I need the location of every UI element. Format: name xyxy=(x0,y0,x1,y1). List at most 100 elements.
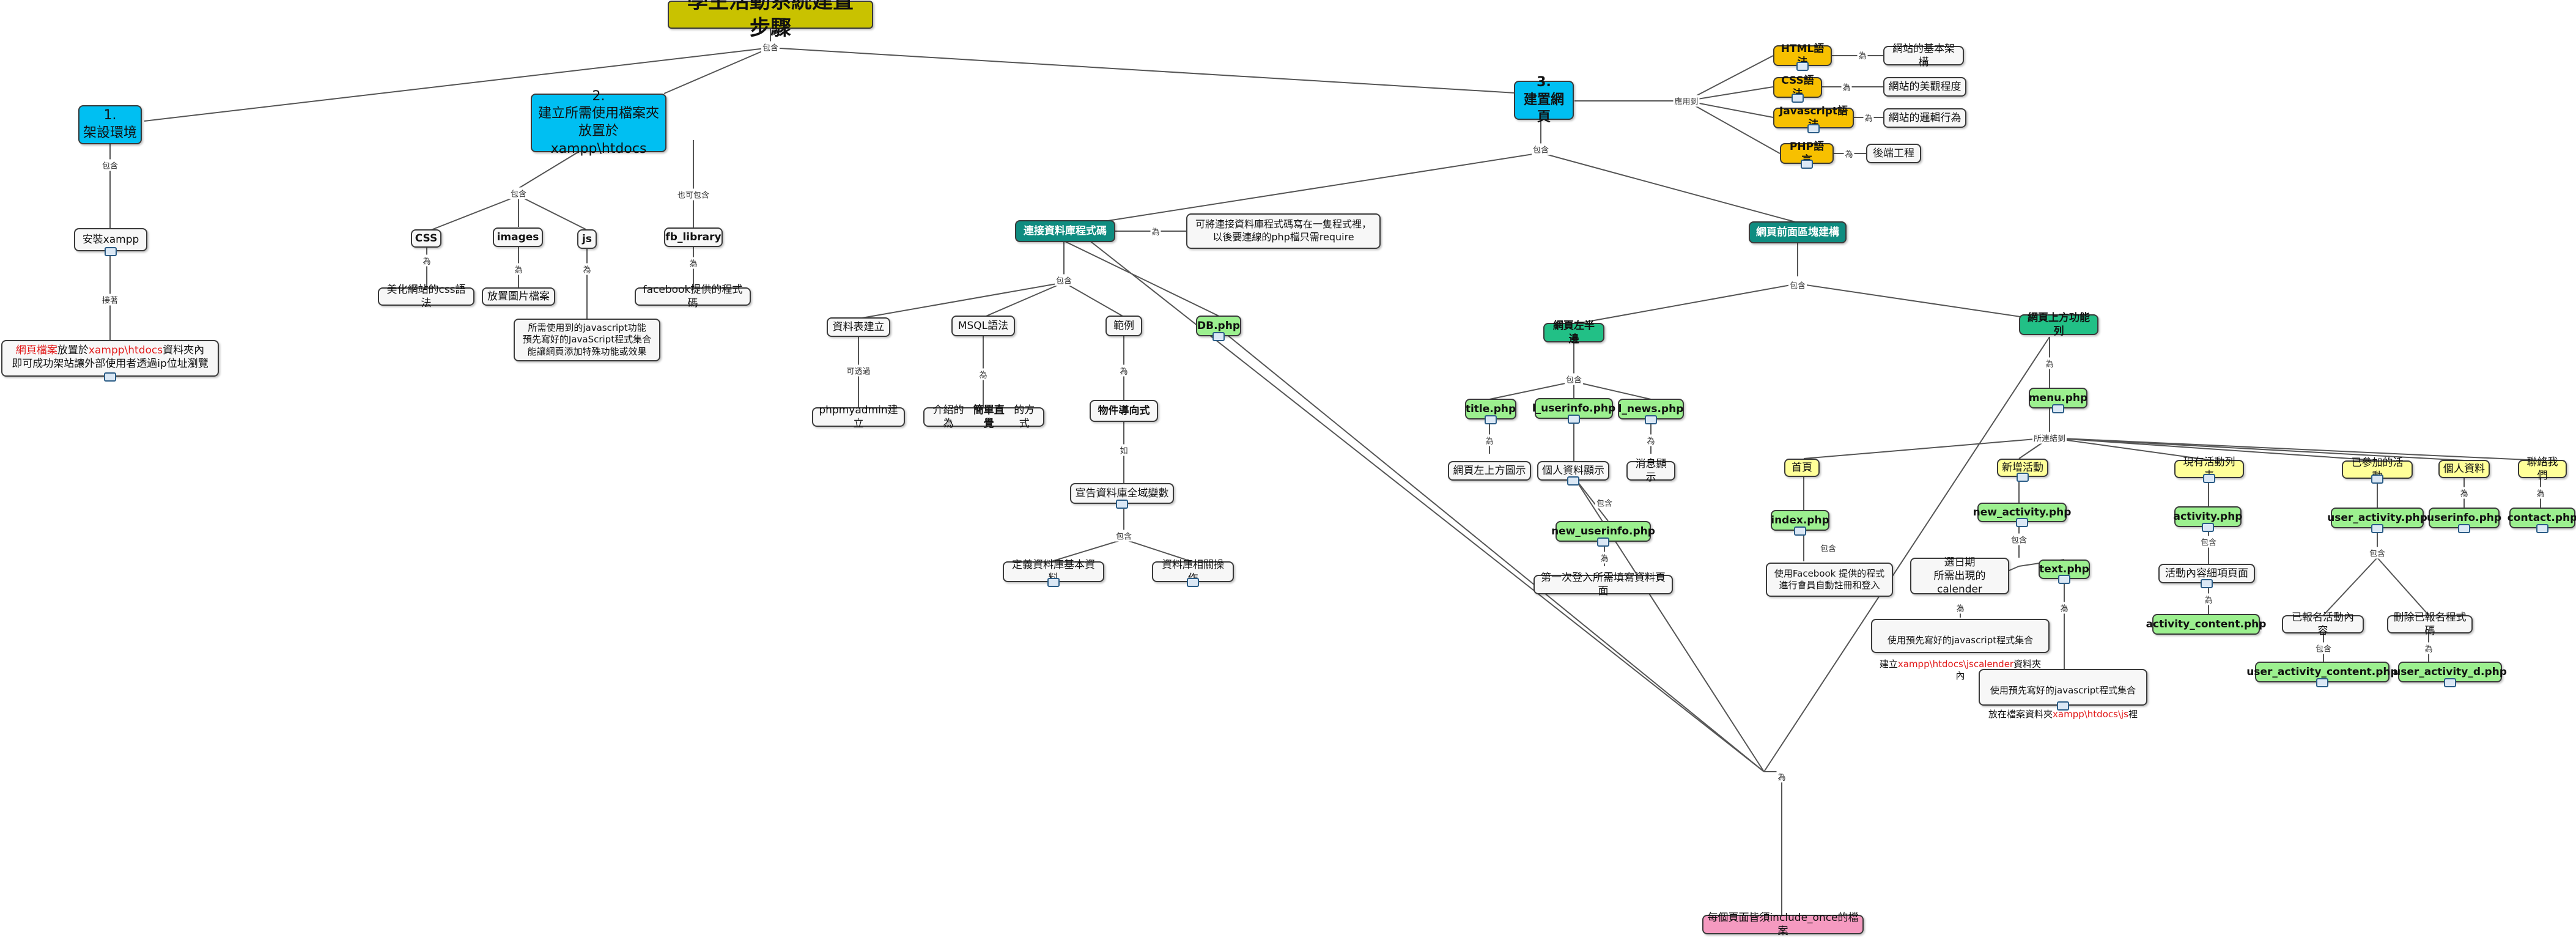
link-label-is: 為 xyxy=(688,257,699,269)
table-creation[interactable]: 資料表建立 xyxy=(827,317,890,337)
user-activity-d-php-file[interactable]: user_activity_d.php xyxy=(2393,662,2507,687)
first-login-page[interactable]: 第一次登入所需填寫資料頁面 xyxy=(1533,572,1673,597)
contact-php-file[interactable]: contact.php xyxy=(2508,508,2576,533)
db-php-file[interactable]: DB.php xyxy=(1196,316,1241,341)
web-files-placement[interactable]: 網頁檔案放置於xampp\htdocs資料夾內 即可成功架站讓外部使用者透過ip… xyxy=(1,340,219,382)
jscalendar-post: 資料夾內 xyxy=(1955,658,2042,682)
menu-joined-activities[interactable]: 已參加的活動 xyxy=(2342,457,2413,484)
define-db-basic[interactable]: 定義資料庫基本資料 xyxy=(1003,559,1104,587)
step1-setup-env[interactable]: 1. 架設環境 xyxy=(78,105,142,144)
php-language[interactable]: PHP語言 xyxy=(1780,141,1834,169)
link-label-contains: 包含 xyxy=(2199,536,2218,548)
db-connection-code[interactable]: 連接資料庫程式碼 xyxy=(1015,220,1115,242)
link-label-next: 接著 xyxy=(100,294,120,306)
user-activity-php-file[interactable]: user_activity.php xyxy=(2327,508,2427,533)
link-label-menu-links: 所連結到 xyxy=(2032,432,2067,444)
link-label-is: 為 xyxy=(2535,487,2546,499)
mysql-intro[interactable]: 介紹的為簡單直覺的方式 xyxy=(923,404,1044,430)
left-half[interactable]: 網頁左半邊 xyxy=(1543,320,1604,345)
web-files-text: 網頁檔案 xyxy=(15,344,57,356)
link-label-is: 為 xyxy=(421,254,432,267)
menu-home[interactable]: 首頁 xyxy=(1784,459,1820,477)
link-label-is: 為 xyxy=(1955,602,1966,614)
title-php-file[interactable]: title.php xyxy=(1465,399,1516,424)
example[interactable]: 範例 xyxy=(1105,316,1142,336)
js-file-note[interactable]: 使用預先寫好的javascript程式集合 放在檔案資料夾xampp\htdoc… xyxy=(1979,669,2147,720)
index-php-file[interactable]: index.php xyxy=(1771,510,1829,536)
css-desc[interactable]: 美化網站的css語法 xyxy=(378,284,474,309)
title-desc[interactable]: 網頁左上方圖示 xyxy=(1448,461,1531,481)
link-label-is: 為 xyxy=(2203,593,2214,605)
access-text: 即可成功架站讓外部使用者透過ip位址瀏覽 xyxy=(12,358,209,371)
diagram-title: 學生活動系統建置步驟 xyxy=(668,0,873,40)
images-desc[interactable]: 放置圖片檔案 xyxy=(482,287,555,306)
activity-content-php-file[interactable]: activity_content.php xyxy=(2146,614,2266,635)
step3-build-pages[interactable]: 3. 建置網頁 xyxy=(1514,75,1574,125)
jscalendar-note[interactable]: 使用預先寫好的javascript程式集合 建立xampp\htdocs\jsc… xyxy=(1871,619,2050,681)
folder-fb-library[interactable]: fb_library xyxy=(664,227,723,247)
link-label-contains: 包含 xyxy=(509,187,528,199)
link-label-is: 為 xyxy=(1841,81,1852,93)
folder-images[interactable]: images xyxy=(493,227,543,247)
menu-contact-us[interactable]: 聯絡我們 xyxy=(2518,456,2567,482)
include-once-files[interactable]: 每個頁面皆須include_once的檔案 xyxy=(1702,912,1864,937)
user-activity-content-php-file[interactable]: user_activity_content.php xyxy=(2246,662,2398,687)
link-label-is: 為 xyxy=(1776,770,1787,783)
javascript-syntax[interactable]: Javascript語法 xyxy=(1773,105,1854,133)
folder-text: 資料夾內 xyxy=(163,344,205,356)
news-desc[interactable]: 消息顯示 xyxy=(1626,458,1675,484)
html-desc[interactable]: 網站的基本架構 xyxy=(1883,43,1964,68)
css-lang-desc[interactable]: 網站的美觀程度 xyxy=(1883,77,1966,97)
install-xampp[interactable]: 安裝xampp xyxy=(74,228,147,256)
phpmyadmin-create[interactable]: phpmyadmin建立 xyxy=(812,404,905,430)
object-oriented[interactable]: 物件導向式 xyxy=(1090,400,1158,422)
top-function-bar[interactable]: 網頁上方功能列 xyxy=(2019,312,2098,338)
db-operations[interactable]: 資料庫相關操作 xyxy=(1152,559,1234,587)
l-news-php-file[interactable]: l_news.php xyxy=(1618,399,1684,424)
js-file-line1: 使用預先寫好的javascript程式集合 xyxy=(1990,684,2136,696)
link-label-apply: 應用到 xyxy=(1673,95,1700,107)
activity-content-page[interactable]: 活動內容細項頁面 xyxy=(2158,564,2255,588)
folder-css[interactable]: CSS xyxy=(411,229,441,248)
js-lang-desc[interactable]: 網站的邏輯行為 xyxy=(1883,108,1966,128)
link-label-is: 為 xyxy=(978,368,989,380)
mysql-syntax[interactable]: MSQL語法 xyxy=(951,316,1015,336)
link-label-is: 為 xyxy=(1863,111,1874,124)
link-label-is: 為 xyxy=(2059,602,2070,614)
front-block-build[interactable]: 網頁前面區塊建構 xyxy=(1749,221,1847,243)
new-userinfo-php-file[interactable]: new_userinfo.php xyxy=(1551,521,1655,547)
folder-js[interactable]: js xyxy=(577,229,597,249)
db-connection-note[interactable]: 可將連接資料庫程式碼寫在一隻程式裡， 以後要連線的php檔只需require xyxy=(1186,213,1381,249)
js-file-pre: 放在檔案資料夾 xyxy=(1988,708,2053,720)
js-file-path: xampp\htdocs\js xyxy=(2053,708,2128,720)
text-php-file[interactable]: text.php xyxy=(2039,559,2090,584)
delete-registration-code[interactable]: 刪除已報名程式碼 xyxy=(2387,611,2473,637)
l-userinfo-php-file[interactable]: l_userinfo.php xyxy=(1532,398,1615,424)
css-syntax[interactable]: CSS語法 xyxy=(1773,75,1822,103)
fb-desc[interactable]: facebook提供的程式碼 xyxy=(635,284,751,309)
registered-activity-content[interactable]: 已報名活動內容 xyxy=(2282,611,2364,637)
menu-activity-list[interactable]: 現有活動列表 xyxy=(2174,456,2244,483)
link-label-contains: 包含 xyxy=(1531,143,1551,155)
declare-global-var[interactable]: 宣告資料庫全域變數 xyxy=(1070,483,1174,509)
link-label-contains: 包含 xyxy=(1595,497,1614,509)
menu-new-activity[interactable]: 新增活動 xyxy=(1997,459,2048,482)
step2-create-folders[interactable]: 2. 建立所需使用檔案夾 放置於 xampp\htdocs xyxy=(531,89,666,157)
link-label-is: 為 xyxy=(2044,357,2055,369)
link-label-is: 為 xyxy=(1645,434,1656,446)
mysql-intro-bold: 簡單直覺 xyxy=(973,404,1005,430)
select-date-calendar[interactable]: 選日期 所需出現的calender xyxy=(1910,556,2009,596)
js-desc[interactable]: 所需使用到的javascript功能 預先寫好的JavaScript程式集合 能… xyxy=(514,319,660,361)
activity-php-file[interactable]: activity.php xyxy=(2174,506,2242,532)
js-file-post: 裡 xyxy=(2128,708,2138,720)
new-activity-php-file[interactable]: new_activity.php xyxy=(1973,503,2071,527)
userinfo-php-file[interactable]: userinfo.php xyxy=(2427,508,2501,533)
link-label-is: 為 xyxy=(1599,552,1610,564)
menu-php-file[interactable]: menu.php xyxy=(2029,388,2087,413)
link-label-contains: 包含 xyxy=(1114,530,1134,542)
facebook-login-desc[interactable]: 使用Facebook 提供的程式 進行會員自動註冊和登入 xyxy=(1766,563,1893,597)
php-desc[interactable]: 後端工程 xyxy=(1866,144,1921,163)
html-syntax[interactable]: HTML語法 xyxy=(1773,43,1832,71)
menu-personal-info[interactable]: 個人資料 xyxy=(2438,460,2490,478)
user-info-desc[interactable]: 個人資料顯示 xyxy=(1537,461,1609,486)
